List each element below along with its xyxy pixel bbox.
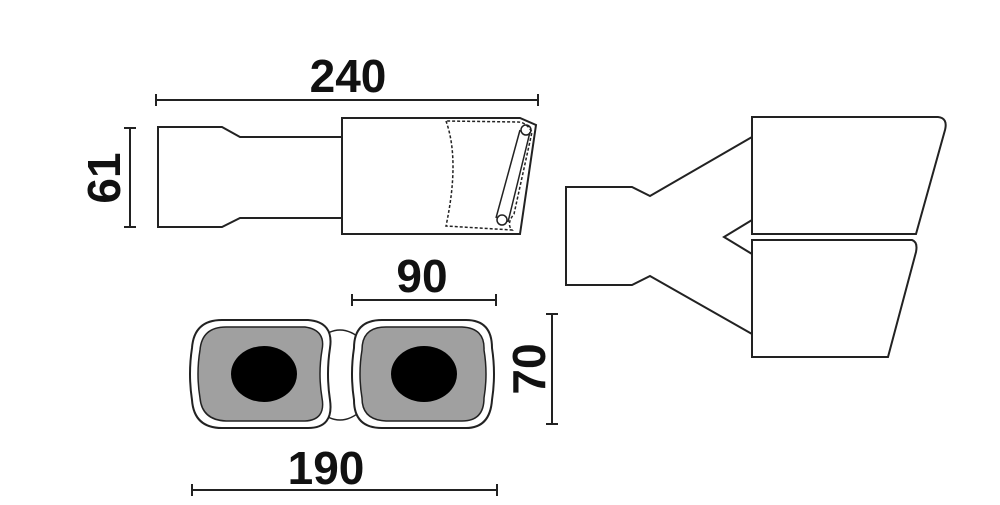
dimension-label-190: 190 bbox=[288, 442, 365, 494]
front-view bbox=[189, 319, 495, 429]
side-outlet-lip bbox=[444, 120, 533, 231]
side-lip-roll-top bbox=[520, 124, 532, 136]
dimension-240 bbox=[155, 94, 539, 106]
dimension-label-240: 240 bbox=[310, 50, 387, 102]
dimension-label-70: 70 bbox=[503, 343, 555, 394]
front-outlet-left-bore bbox=[231, 346, 297, 402]
dimension-label-61: 61 bbox=[78, 152, 130, 203]
top-inlet bbox=[565, 136, 753, 335]
front-outlet-right-bore bbox=[391, 346, 457, 402]
top-view bbox=[565, 116, 947, 358]
side-lip-roll-bottom bbox=[496, 214, 508, 226]
side-inlet-pipe bbox=[157, 126, 343, 228]
dimension-190 bbox=[191, 484, 498, 496]
dimension-61 bbox=[124, 127, 136, 228]
side-outlet-body bbox=[341, 117, 538, 235]
top-center-notch bbox=[722, 219, 753, 255]
top-outlet-upper bbox=[751, 116, 947, 235]
top-outlet-lower bbox=[751, 239, 918, 358]
dimension-90 bbox=[351, 294, 497, 306]
dimension-label-90: 90 bbox=[396, 250, 447, 302]
side-view bbox=[157, 117, 538, 235]
side-outlet-lip-inner bbox=[495, 129, 531, 223]
dimension-70 bbox=[546, 313, 558, 425]
